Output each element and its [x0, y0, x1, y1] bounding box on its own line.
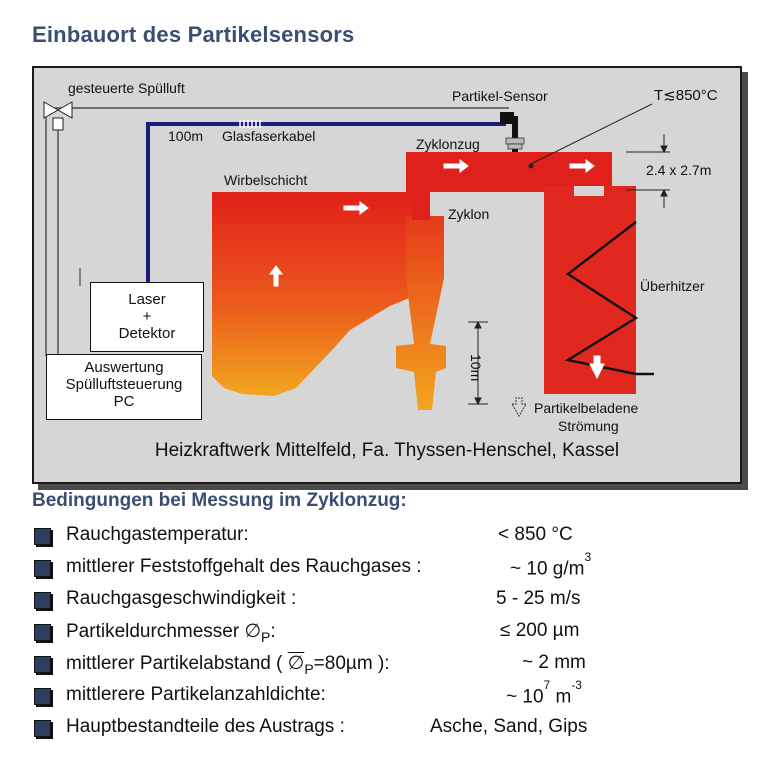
condition-value: < 850 °C	[498, 524, 573, 545]
condition-value: ≤ 200 µm	[500, 620, 580, 641]
condition-value: ~ 2 mm	[522, 652, 586, 673]
label-stroemung-2: Strömung	[558, 418, 619, 434]
page-title: Einbauort des Partikelsensors	[32, 22, 355, 47]
label-height: 10m	[468, 354, 484, 382]
laser-detector-box: Laser + Detektor	[90, 282, 204, 352]
laser-line-1: Laser	[128, 291, 166, 308]
bullet-icon	[34, 592, 51, 609]
heater-coil	[564, 221, 654, 376]
pc-line-1: Auswertung	[84, 359, 164, 376]
pc-line-3: PC	[113, 393, 135, 410]
fluidized-bed	[212, 192, 414, 396]
cyclone	[396, 216, 446, 410]
label-cable: Glasfaserkabel	[222, 128, 316, 144]
flow-arrows	[269, 159, 605, 380]
diagram-caption: Heizkraftwerk Mittelfeld, Fa. Thyssen-He…	[154, 440, 620, 461]
valve-icon	[43, 101, 73, 131]
bullet-icon	[34, 656, 51, 673]
condition-label: Partikeldurchmesser ∅P:	[66, 621, 276, 645]
label-dimension: 2.4 x 2.7m	[646, 162, 712, 178]
bullet-icon	[34, 624, 51, 641]
label-wirbelschicht: Wirbelschicht	[224, 172, 308, 188]
bullet-icon	[34, 720, 51, 737]
plant-diagram	[43, 101, 670, 417]
condition-label: mittlerer Partikelabstand ( ∅P=80µm ):	[66, 653, 390, 677]
cable-ticks	[239, 120, 261, 128]
condition-value: 5 - 25 m/s	[496, 588, 581, 609]
control-lines	[45, 107, 509, 356]
label-temperature: T≲850°C	[654, 87, 718, 104]
label-sensor: Partikel-Sensor	[452, 88, 548, 104]
condition-value: ~ 10 g/m3	[510, 550, 592, 580]
condition-label: mittlerer Feststoffgehalt des Rauchgases…	[66, 556, 422, 577]
condition-label: mittlerere Partikelanzahldichte:	[66, 684, 326, 705]
condition-value: Asche, Sand, Gips	[430, 716, 588, 737]
dimension-marks	[468, 134, 670, 406]
pc-box: Auswertung Spülluftsteuerung PC	[46, 354, 202, 420]
bullet-icon	[34, 688, 51, 705]
label-stroemung-1: Partikelbeladene	[534, 400, 639, 416]
label-ueberhitzer: Überhitzer	[640, 278, 705, 294]
label-cable-length: 100m	[168, 128, 204, 144]
condition-label: Hauptbestandteile des Austrags :	[66, 716, 345, 737]
laser-line-2: +	[142, 308, 152, 325]
condition-value: ~ 107 m-3	[506, 678, 582, 708]
bullet-icon	[34, 560, 51, 577]
condition-label: Rauchgasgeschwindigkeit :	[66, 588, 297, 609]
zyklonzug-duct	[406, 152, 612, 192]
bullet-icon	[34, 528, 51, 545]
outflow-arrow	[511, 397, 527, 417]
superheater	[544, 186, 636, 394]
label-zyklonzug: Zyklonzug	[416, 136, 480, 152]
laser-line-3: Detektor	[118, 325, 176, 342]
conditions-title: Bedingungen bei Messung im Zyklonzug:	[32, 490, 407, 511]
label-zyklon: Zyklon	[448, 206, 490, 222]
temp-pointer	[530, 103, 653, 165]
label-spuelluft: gesteuerte Spülluft	[68, 80, 185, 96]
diagram-panel: gesteuerte Spülluft Partikel-Sensor T≲85…	[32, 66, 742, 484]
pc-line-2: Spülluftsteuerung	[65, 376, 183, 393]
condition-label: Rauchgastemperatur:	[66, 524, 249, 545]
